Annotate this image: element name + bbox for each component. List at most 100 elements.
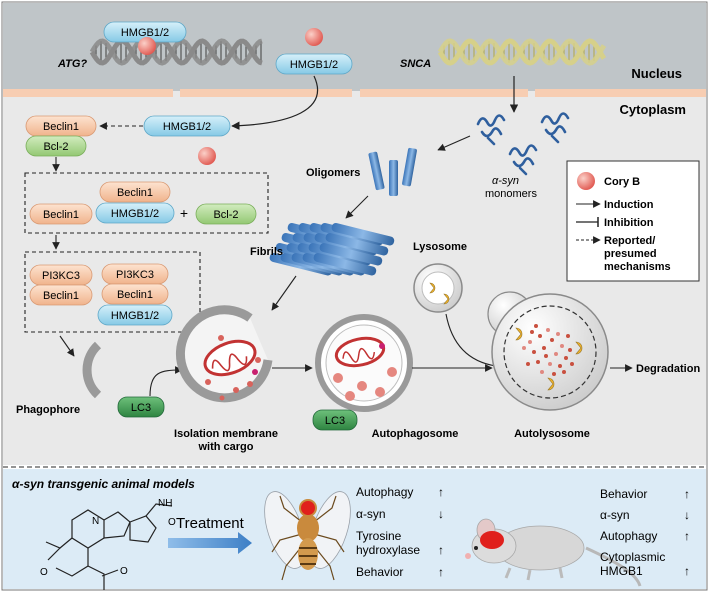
svg-text:HMGB1/2: HMGB1/2 — [290, 59, 338, 71]
effect-arrow: ↑ — [438, 485, 444, 499]
effect-label: Autophagy — [600, 529, 657, 543]
svg-text:HMGB1/2: HMGB1/2 — [111, 208, 159, 220]
svg-text:HMGB1/2: HMGB1/2 — [163, 121, 211, 133]
arrow-to-phagophore — [59, 335, 75, 357]
complex2-box — [24, 251, 201, 333]
isolation-membrane — [175, 305, 273, 403]
svg-text:LC3: LC3 — [325, 415, 345, 427]
cory-b-legend-icon — [577, 172, 595, 190]
cory-b-structure — [45, 503, 173, 590]
snca-dna-helix — [437, 38, 607, 66]
fly-effects: Autophagy↑α-syn↓Tyrosinehydroxylase↑Beha… — [356, 485, 444, 579]
effect-label: Cytoplasmic — [600, 550, 665, 564]
effect-label: Behavior — [600, 487, 647, 501]
fibril-bundle — [269, 222, 395, 276]
complex2-hmgb: HMGB1/2 — [97, 304, 173, 326]
cargo-dots — [333, 367, 397, 401]
hmgb-cytoplasm: HMGB1/2 — [143, 115, 231, 137]
autophagosome-label: Autophagosome — [372, 428, 459, 440]
lysosome — [413, 263, 463, 313]
monomers-label-line2: monomers — [485, 188, 537, 200]
cory-b-molecule — [138, 37, 156, 55]
complex2-pi3kc3-b: PI3KC3 — [101, 263, 169, 285]
effect-label: α-syn — [356, 507, 386, 521]
svg-text:HMGB1/2: HMGB1/2 — [111, 310, 159, 322]
effect-label: hydroxylase — [356, 543, 420, 557]
nucleus-label: Nucleus — [631, 66, 682, 81]
complex2-pi3kc3-a: PI3KC3 — [29, 264, 93, 286]
effect-arrow: ↑ — [684, 529, 690, 543]
complex1-bcl2: Bcl-2 — [195, 203, 257, 225]
degradation-label: Degradation — [636, 363, 700, 375]
autolysosome-label: Autolysosome — [514, 428, 590, 440]
complex2-beclin1-b: Beclin1 — [101, 283, 169, 305]
effect-label: α-syn — [600, 508, 630, 522]
hmgb-free-nucleus: HMGB1/2 — [275, 53, 353, 75]
svg-text:PI3KC3: PI3KC3 — [42, 270, 80, 282]
plus-sign: + — [180, 205, 188, 221]
bottom-panel — [3, 469, 706, 589]
phagophore — [82, 341, 102, 399]
complex2-beclin1-a: Beclin1 — [29, 284, 93, 306]
degraded-cargo-dots — [522, 324, 574, 376]
legend-induction: Induction — [604, 199, 654, 211]
svg-text:PI3KC3: PI3KC3 — [116, 269, 154, 281]
effect-arrow: ↑ — [438, 543, 444, 557]
phagophore-label: Phagophore — [16, 404, 80, 416]
svg-text:Bcl-2: Bcl-2 — [43, 141, 68, 153]
isolation-label-line2: with cargo — [197, 441, 253, 453]
cory-b-molecule — [198, 147, 216, 165]
complex1-box — [24, 172, 269, 234]
autolysosome — [487, 291, 609, 411]
alpha-syn-monomers — [476, 112, 570, 176]
structure-atom-o: O — [40, 567, 48, 578]
effect-arrow: ↑ — [438, 565, 444, 579]
effect-label: Autophagy — [356, 485, 413, 499]
effect-label: Tyrosine — [356, 529, 402, 543]
svg-text:Bcl-2: Bcl-2 — [213, 209, 238, 221]
structure-atom-o: O — [120, 566, 128, 577]
lc3-marker: LC3 — [312, 409, 358, 431]
legend: Cory B Induction Inhibition Reported/ pr… — [566, 160, 700, 282]
monomers-label-line1: α-syn — [492, 175, 519, 187]
legend-inhibition: Inhibition — [604, 217, 654, 229]
oligomers-label: Oligomers — [306, 167, 360, 179]
nuclear-membrane — [3, 89, 706, 97]
lc3-marker: LC3 — [117, 396, 165, 418]
arrow-to-oligomers — [437, 135, 471, 151]
treatment-label: Treatment — [176, 515, 245, 532]
cytoplasm-label: Cytoplasm — [620, 102, 686, 117]
structure-atom-n: N — [92, 516, 99, 527]
effect-label: HMGB1 — [600, 564, 643, 578]
legend-reported-line1: Reported/ — [604, 235, 655, 247]
mouse-icon — [465, 518, 642, 587]
hmgb-export-arrow — [231, 75, 319, 130]
structure-atom-o: O — [168, 517, 176, 528]
svg-text:Beclin1: Beclin1 — [43, 209, 79, 221]
fibrils-label: Fibrils — [250, 246, 283, 258]
svg-text:LC3: LC3 — [131, 402, 151, 414]
arrow-fibril-to-isolation — [271, 275, 297, 311]
effect-arrow: ↑ — [684, 564, 690, 578]
isolation-label-line1: Isolation membrane — [174, 428, 278, 440]
effect-arrow: ↓ — [438, 507, 444, 521]
complex1-beclin1-a: Beclin1 — [29, 203, 93, 225]
autophagosome — [315, 314, 413, 412]
bottom-title: α-syn transgenic animal models — [12, 477, 195, 491]
effect-arrow: ↓ — [684, 508, 690, 522]
svg-text:HMGB1/2: HMGB1/2 — [121, 27, 169, 39]
hmgb-on-dna: HMGB1/2 — [103, 21, 187, 43]
complex1-beclin1-b: Beclin1 — [99, 181, 171, 203]
svg-text:Beclin1: Beclin1 — [43, 121, 79, 133]
svg-text:Beclin1: Beclin1 — [43, 290, 79, 302]
structure-atom-nh: NH — [158, 498, 172, 509]
atg-label: ATG? — [57, 58, 87, 70]
lysosome-label: Lysosome — [413, 241, 467, 253]
legend-reported-line3: mechanisms — [604, 261, 671, 273]
arrow-lysosome-fusion — [445, 313, 497, 367]
arrow-to-fibrils — [345, 195, 369, 219]
treatment-arrow — [168, 532, 252, 554]
cargo-dots — [205, 335, 261, 401]
cory-b-molecule — [305, 28, 323, 46]
